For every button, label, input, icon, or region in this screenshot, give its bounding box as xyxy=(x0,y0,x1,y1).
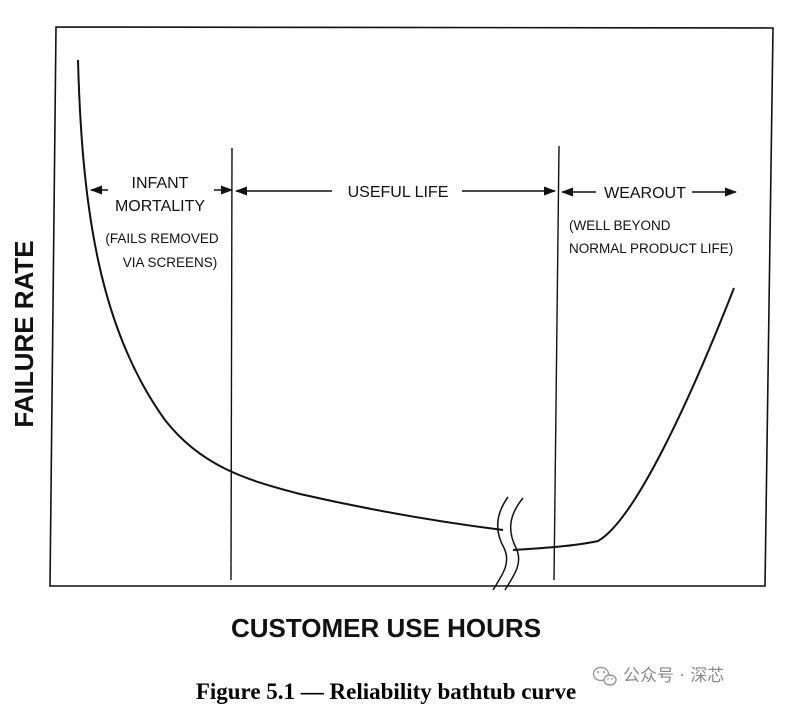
failure-rate-curve-right xyxy=(512,287,735,551)
figure-caption: Figure 5.1 — Reliability bathtub curve xyxy=(196,679,576,704)
watermark-text: 公众号 · 深芯 xyxy=(623,666,724,686)
useful-life-label: USEFUL LIFE xyxy=(348,184,449,201)
infant-note-line1: (FAILS REMOVED xyxy=(105,231,219,246)
boundary-line-infant-useful xyxy=(230,147,233,581)
infant-note-line2: VIA SCREENS) xyxy=(123,255,218,270)
boundary-line-useful-wearout xyxy=(553,145,560,581)
wearout-label: WEAROUT xyxy=(604,185,686,202)
wearout-note-line1: (WELL BEYOND xyxy=(569,218,671,233)
x-axis-label: CUSTOMER USE HOURS xyxy=(231,613,541,643)
wechat-icon xyxy=(592,666,617,686)
axis-break-mark-left xyxy=(492,496,509,591)
axis-break-mark-right xyxy=(504,497,524,591)
infant-label-line2: MORTALITY xyxy=(115,198,205,215)
plot-frame xyxy=(49,26,774,587)
wearout-note-line2: NORMAL PRODUCT LIFE) xyxy=(569,241,733,256)
failure-rate-curve-left xyxy=(77,59,504,531)
y-axis-label: FAILURE RATE xyxy=(9,240,39,427)
infant-label-line1: INFANT xyxy=(132,175,189,192)
